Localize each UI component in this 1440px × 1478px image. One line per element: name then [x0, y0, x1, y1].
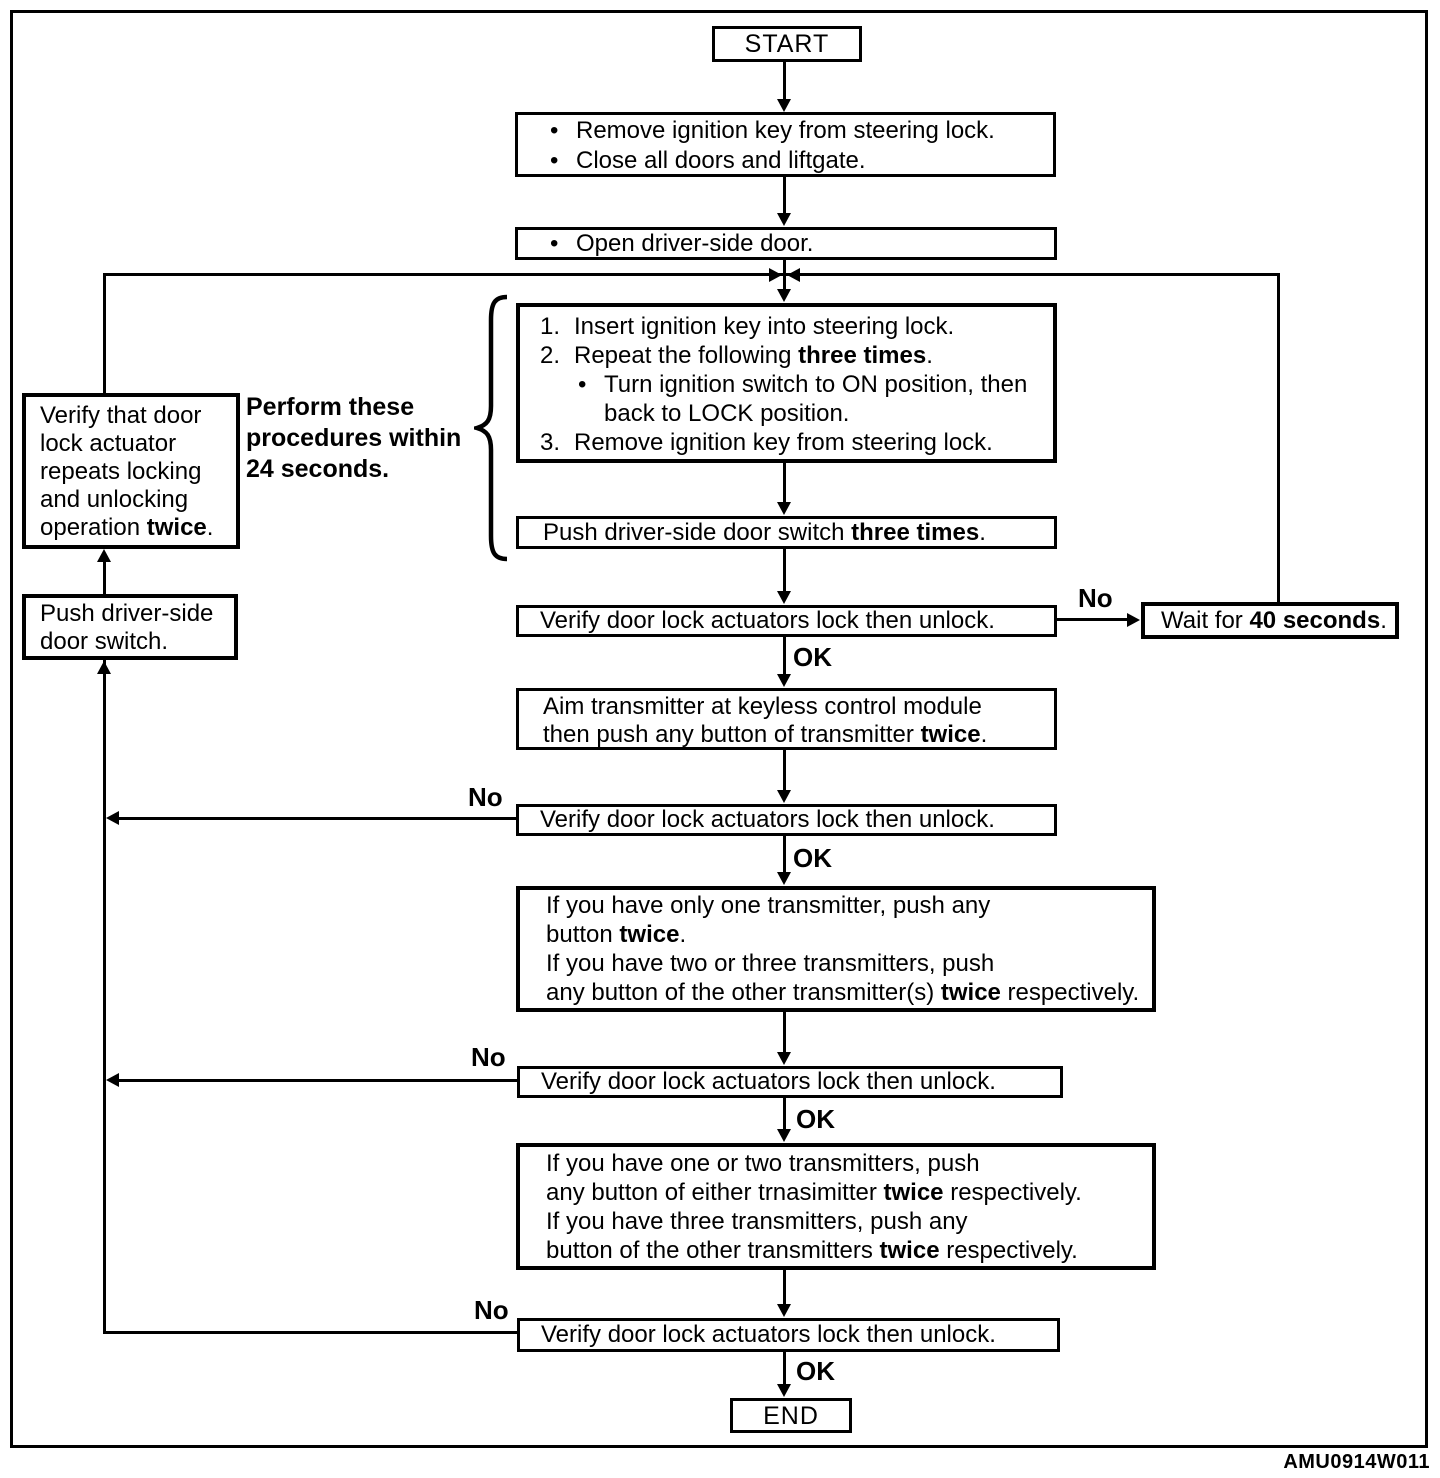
arrowhead	[777, 674, 791, 687]
arrowhead	[777, 1129, 791, 1142]
step-aim-transmitter: Aim transmitter at keyless control modul…	[516, 688, 1057, 750]
decision-verify-lock-unlock-2: Verify door lock actuators lock then unl…	[516, 804, 1057, 836]
diagram-border	[10, 10, 1428, 1448]
decision-verify-lock-unlock-3: Verify door lock actuators lock then unl…	[517, 1066, 1063, 1098]
step-wait-40-seconds: Wait for 40 seconds.	[1141, 602, 1399, 639]
arrowhead	[777, 790, 791, 803]
ok-label-1: OK	[793, 642, 832, 672]
arrowhead	[106, 1073, 119, 1087]
arrowhead	[777, 872, 791, 885]
no-line-verify4	[103, 1331, 517, 1334]
step-push-door-switch-three-times: Push driver-side door switch three times…	[516, 516, 1057, 549]
rail-left-main	[103, 660, 106, 1334]
rail-left-top-stub	[103, 273, 106, 393]
arrowhead	[777, 502, 791, 515]
arrow-push-switch-to-verify-repeats	[103, 562, 106, 594]
no-label-3: No	[471, 1042, 506, 1072]
ok-label-2: OK	[793, 843, 832, 873]
note-line-3: 24 seconds.	[246, 455, 390, 483]
arrow-aim-to-verify2	[783, 750, 786, 791]
arrowhead	[769, 268, 782, 282]
arrow-verify1-to-aim	[783, 637, 786, 675]
end-label: END	[763, 1401, 819, 1430]
arrow-push-three-to-verify1	[783, 549, 786, 592]
no-line-verify3	[119, 1079, 517, 1082]
arrow-verify4-to-end	[783, 1352, 786, 1385]
arrowhead	[777, 213, 791, 226]
arrow-one-transmitter-to-verify3	[783, 1012, 786, 1053]
arrow-verify3-to-other-transmitters	[783, 1098, 786, 1130]
no-line-verify2	[119, 817, 516, 820]
step-key-cycle: 1.Insert ignition key into steering lock…	[516, 303, 1057, 463]
decision-verify-lock-unlock-1: Verify door lock actuators lock then unl…	[516, 605, 1057, 637]
no-label-4: No	[474, 1295, 509, 1325]
arrow-prepare-to-open-door	[783, 177, 786, 214]
arrowhead	[1127, 613, 1140, 627]
ok-label-4: OK	[796, 1356, 835, 1386]
start-terminal: START	[712, 26, 862, 62]
rail-right-wait-to-junction	[1277, 273, 1280, 604]
no-label-2: No	[468, 782, 503, 812]
no-line-verify1-to-wait	[1057, 618, 1127, 621]
ok-label-3: OK	[796, 1104, 835, 1134]
no-label-1: No	[1078, 583, 1113, 613]
arrowhead	[787, 268, 800, 282]
end-terminal: END	[730, 1398, 852, 1433]
junction-line	[103, 273, 1280, 276]
arrow-key-cycle-to-push-three	[783, 463, 786, 503]
step-open-driver-door: •Open driver-side door.	[515, 227, 1057, 260]
arrowhead	[97, 661, 111, 674]
arrowhead	[97, 549, 111, 562]
arrow-verify2-to-one-transmitter	[783, 836, 786, 873]
note-line-2: procedures within	[246, 424, 462, 452]
arrowhead	[777, 1052, 791, 1065]
step-remove-key-close-doors: •Remove ignition key from steering lock.…	[515, 112, 1056, 177]
arrowhead	[777, 99, 791, 112]
figure-code: AMU0914W011	[1283, 1451, 1430, 1473]
note-perform-within-24-seconds: Perform these procedures within 24 secon…	[246, 392, 461, 485]
arrowhead	[777, 1384, 791, 1397]
start-label: START	[744, 30, 830, 58]
arrow-other-transmitters-to-verify4	[783, 1270, 786, 1305]
step-other-transmitters-push-twice: If you have one or two transmitters, pus…	[516, 1143, 1156, 1270]
arrow-start-to-prepare	[783, 62, 786, 100]
arrowhead	[777, 289, 791, 302]
note-line-1: Perform these	[246, 393, 415, 421]
arrowhead	[777, 591, 791, 604]
brace	[474, 294, 508, 562]
step-one-transmitter-push-twice: If you have only one transmitter, push a…	[516, 886, 1156, 1012]
decision-verify-lock-unlock-4: Verify door lock actuators lock then unl…	[517, 1318, 1060, 1352]
arrowhead	[106, 811, 119, 825]
arrowhead	[777, 1304, 791, 1317]
